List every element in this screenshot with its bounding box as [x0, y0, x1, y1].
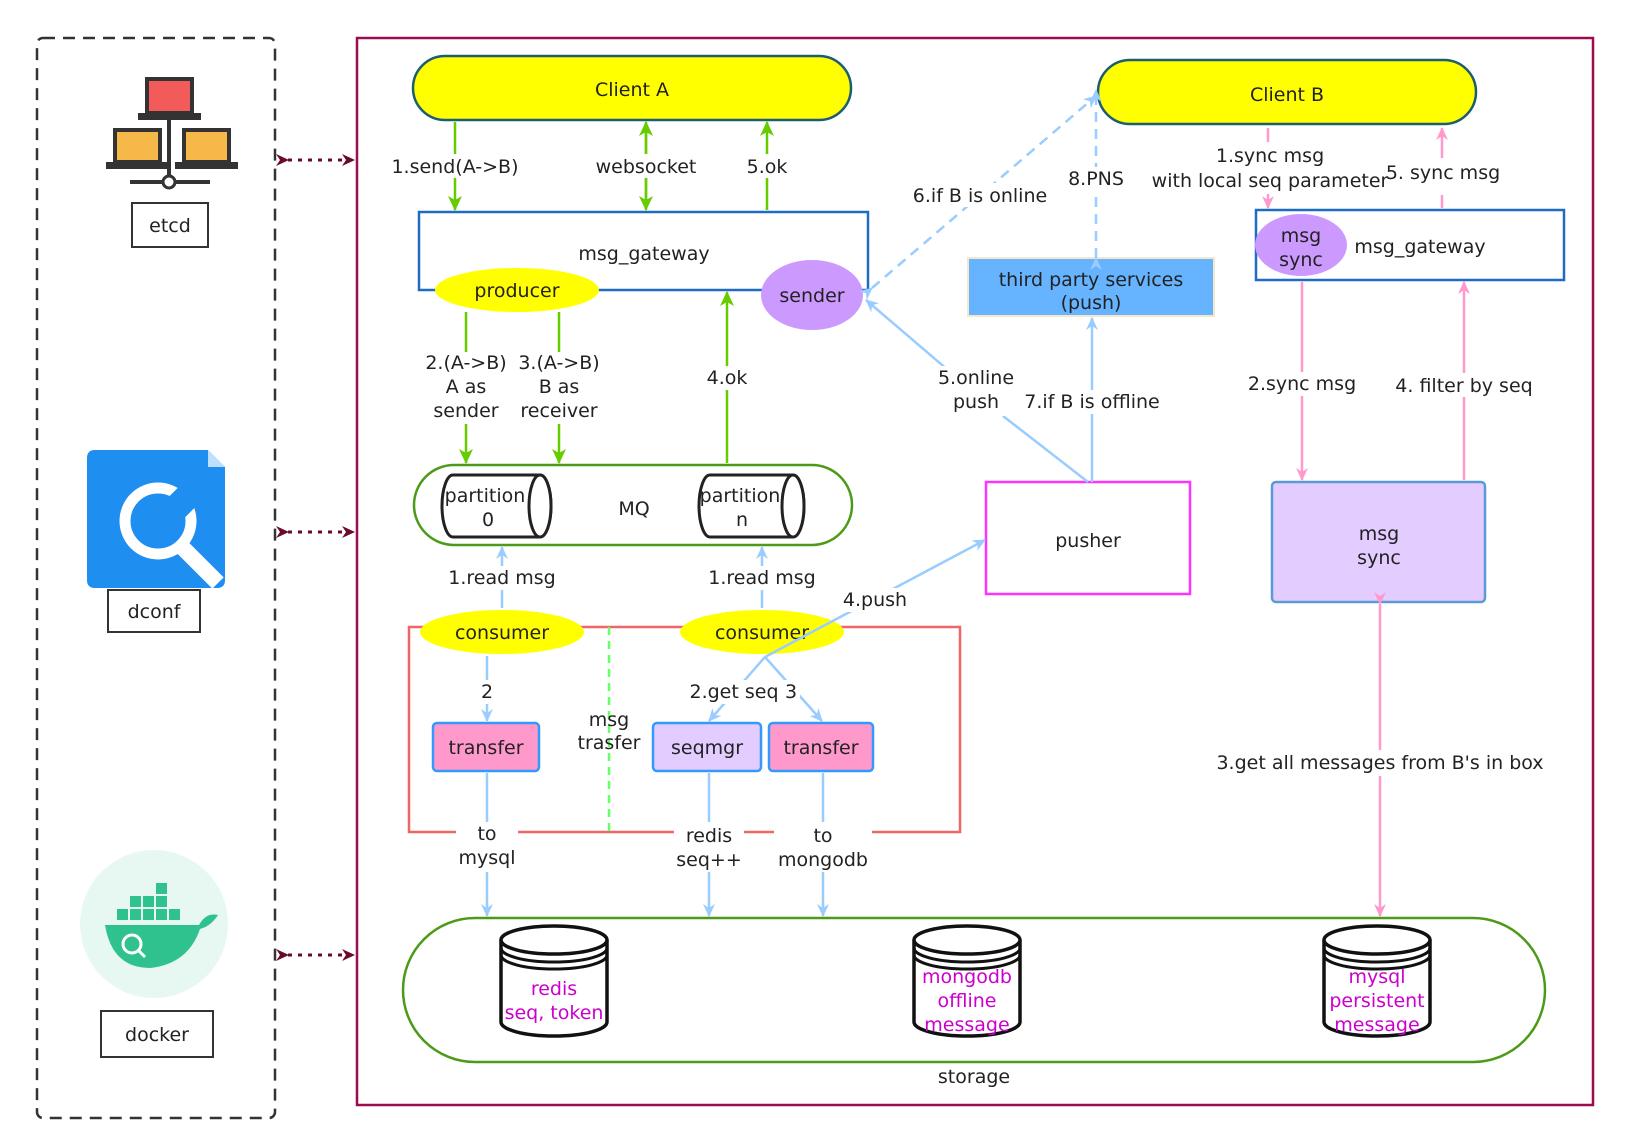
get-seq-label: 2.get seq	[689, 681, 778, 703]
mysql-line3: message	[1334, 1014, 1419, 1036]
wrench-icon	[87, 450, 225, 589]
msg-gateway-a-label: msg_gateway	[578, 243, 709, 265]
main-frame	[355, 36, 1595, 1107]
redis-line2: seq, token	[505, 1002, 604, 1024]
edge-labels: 1.send(A->B) websocket 5.ok 2.(A->B) A a…	[390, 144, 1544, 872]
divider-line1: msg	[589, 709, 629, 731]
sync-msg-2: 2.sync msg	[1248, 373, 1356, 395]
redis-seq-1: redis	[686, 825, 732, 847]
consumer-right	[680, 610, 844, 654]
gateway-b-sync-line1: msg	[1281, 225, 1321, 247]
seqmgr-label: seqmgr	[671, 737, 743, 759]
partition-n-line1: partition	[700, 485, 781, 507]
b-receiver-2: B as	[539, 376, 580, 398]
third-party-line2: (push)	[1061, 292, 1122, 314]
consumer-left	[420, 610, 584, 654]
transfer-left	[431, 721, 541, 773]
network-computers-icon	[106, 77, 238, 190]
transfer-right	[767, 721, 875, 773]
to-mongo-1: to	[813, 825, 832, 847]
redis-db	[499, 924, 609, 1038]
dconf-label-box	[107, 589, 201, 633]
mongodb-line3: message	[924, 1014, 1009, 1036]
gateway-b-sync-line2: sync	[1279, 249, 1323, 271]
read-msg-left: 1.read msg	[448, 567, 555, 589]
gateway-b-msg-sync	[1255, 214, 1347, 276]
websocket-label: websocket	[596, 156, 697, 178]
msg-gateway-b-label: msg_gateway	[1354, 236, 1485, 258]
ok4-label: 4.ok	[707, 367, 748, 389]
sidebar-connectors	[276, 154, 355, 961]
step3-label: 3	[785, 681, 797, 703]
a-sender-2: A as	[446, 376, 487, 398]
online-push-2: push	[953, 391, 999, 413]
msg-sync-line2: sync	[1357, 547, 1401, 569]
etcd-label-box	[131, 202, 209, 248]
docker-label: docker	[125, 1024, 189, 1046]
step2-label: 2	[481, 681, 493, 703]
partition-0-line2: 0	[482, 509, 494, 531]
sender-label: sender	[779, 285, 844, 307]
mongodb-line1: mongodb	[922, 966, 1012, 988]
get-all-label: 3.get all messages from B's in box	[1216, 752, 1543, 774]
mongodb-db	[912, 924, 1022, 1038]
redis-seq-2: seq++	[676, 849, 742, 871]
partition-0-line1: partition	[445, 485, 526, 507]
partition-n	[697, 473, 806, 539]
partition-0	[440, 473, 553, 539]
to-mysql-2: mysql	[459, 847, 516, 869]
to-mysql-1: to	[477, 823, 496, 845]
a-sender-1: 2.(A->B)	[425, 352, 506, 374]
seqmgr	[651, 721, 763, 773]
client-a-label: Client A	[595, 79, 669, 101]
filter-seq-label: 4. filter by seq	[1395, 375, 1532, 397]
b-receiver-3: receiver	[520, 400, 597, 422]
redis-line1: redis	[531, 978, 577, 1000]
third-party-line1: third party services	[999, 269, 1184, 291]
mysql-line1: mysql	[1349, 966, 1406, 988]
read-msg-right: 1.read msg	[708, 567, 815, 589]
if-offline-label: 7.if B is offline	[1024, 391, 1159, 413]
partition-n-line2: n	[736, 509, 748, 531]
pns-label: 8.PNS	[1068, 168, 1124, 190]
push4-label: 4.push	[843, 589, 907, 611]
docker-whale-icon	[80, 850, 228, 998]
sender	[761, 260, 863, 330]
divider-line2: trasfer	[578, 732, 641, 754]
a-sender-3: sender	[433, 400, 498, 422]
dconf-label: dconf	[128, 601, 182, 623]
online-push-1: 5.online	[938, 367, 1014, 389]
mysql-line2: persistent	[1329, 990, 1424, 1012]
docker-label-box	[100, 1010, 214, 1058]
sidebar-frame	[35, 36, 277, 1120]
producer-label: producer	[474, 280, 559, 302]
mysql-db	[1322, 924, 1432, 1038]
consumer-left-label: consumer	[455, 622, 549, 644]
sync-msg-1a: 1.sync msg	[1216, 145, 1324, 167]
if-online-label: 6.if B is online	[913, 185, 1047, 207]
producer	[435, 268, 599, 312]
pusher-label: pusher	[1055, 530, 1121, 552]
consumer-right-label: consumer	[715, 622, 809, 644]
send-label: 1.send(A->B)	[391, 156, 518, 178]
sync-msg-5: 5. sync msg	[1386, 162, 1500, 184]
client-a	[411, 54, 853, 122]
storage-label: storage	[938, 1066, 1010, 1088]
transfer-left-label: transfer	[448, 737, 523, 759]
msg-sync-line1: msg	[1359, 523, 1399, 545]
to-mongo-2: mongodb	[778, 849, 868, 871]
ok5-label: 5.ok	[747, 156, 788, 178]
pusher	[984, 480, 1192, 596]
etcd-label: etcd	[149, 215, 191, 237]
b-receiver-1: 3.(A->B)	[518, 352, 599, 374]
mq-label: MQ	[618, 498, 649, 520]
transfer-right-label: transfer	[783, 737, 858, 759]
client-b-label: Client B	[1250, 84, 1324, 106]
mongodb-line2: offline	[937, 990, 996, 1012]
sync-msg-1b: with local seq parameter	[1152, 170, 1389, 192]
